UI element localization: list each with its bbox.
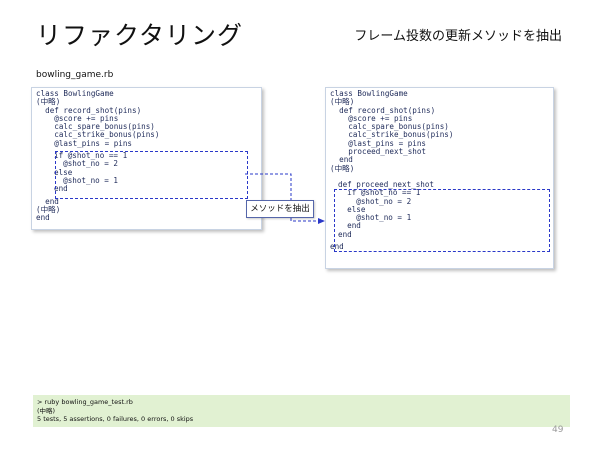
extract-arrow-head: [318, 218, 325, 224]
refactored-code-panel: class BowlingGame (中略) def record_shot(p…: [325, 87, 554, 269]
slide-title: リファクタリング: [36, 21, 244, 50]
slide-subtitle: フレーム投数の更新メソッドを抽出: [354, 29, 562, 44]
original-code-before: class BowlingGame (中略) def record_shot(p…: [36, 89, 160, 148]
original-code-after: end (中略) end: [36, 196, 61, 223]
refactored-code-after: end: [330, 242, 344, 252]
refactored-code-extracted: def proceed_next_shot if @shot_no == 1 @…: [338, 179, 435, 239]
console-omitted: (中略): [37, 406, 56, 415]
console-result: 5 tests, 5 assertions, 0 failures, 0 err…: [37, 415, 194, 423]
original-code-panel: class BowlingGame (中略) def record_shot(p…: [31, 87, 262, 230]
refactored-code-before: class BowlingGame (中略) def record_shot(p…: [330, 89, 454, 173]
console-output: > ruby bowling_game_test.rb (中略) 5 tests…: [33, 395, 570, 427]
extract-method-label: メソッドを抽出: [246, 200, 314, 218]
original-code-extracted: if @shot_no == 1 @shot_no = 2 else @shot…: [54, 151, 128, 194]
extract-selection-box: [55, 151, 248, 199]
extracted-method-box: [334, 189, 550, 252]
page-number: 49: [552, 425, 564, 435]
filename-label: bowling_game.rb: [36, 70, 114, 80]
console-command: > ruby bowling_game_test.rb: [37, 398, 133, 406]
